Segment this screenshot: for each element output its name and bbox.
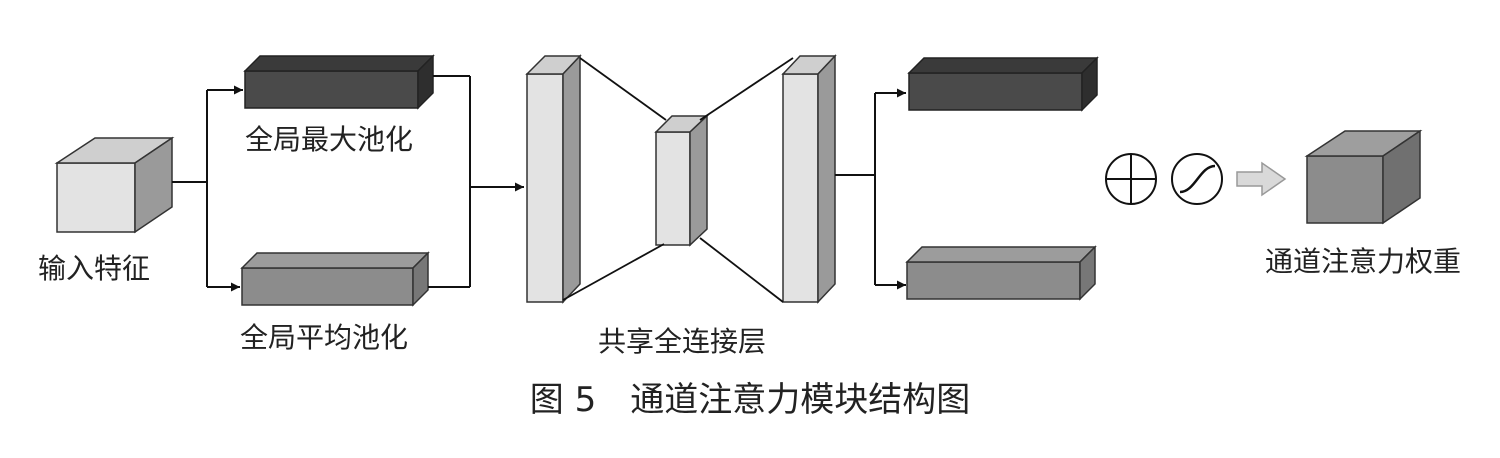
pool-merge-connector	[428, 75, 524, 288]
shared-fc-connections	[562, 57, 794, 303]
shared-fc-label: 共享全连接层	[598, 325, 767, 358]
global-avg-pool-label: 全局平均池化	[240, 321, 409, 354]
input-feature-cube-icon	[54, 136, 175, 234]
channel-weight-cube-icon	[1304, 129, 1423, 225]
input-feature-label: 输入特征	[38, 252, 151, 285]
plus-circle-icon	[1105, 153, 1157, 205]
sigmoid-icon	[1171, 153, 1223, 205]
input-split-connector	[172, 85, 243, 292]
global-max-pool-bar	[243, 54, 435, 110]
avg-pool-output-bar	[905, 245, 1097, 301]
shared-fc-output-layer	[781, 54, 837, 304]
shared-fc-input-layer	[525, 54, 582, 304]
channel-weight-label: 通道注意力权重	[1265, 245, 1462, 278]
figure-caption: 图 5 通道注意力模块结构图	[529, 380, 971, 420]
shared-fc-hidden-layer	[654, 114, 709, 247]
global-avg-pool-bar	[240, 251, 430, 307]
output-split-connector	[835, 88, 906, 290]
arrow-right-icon	[1236, 161, 1287, 197]
max-pool-output-bar	[907, 56, 1099, 112]
global-max-pool-label: 全局最大池化	[245, 123, 414, 156]
